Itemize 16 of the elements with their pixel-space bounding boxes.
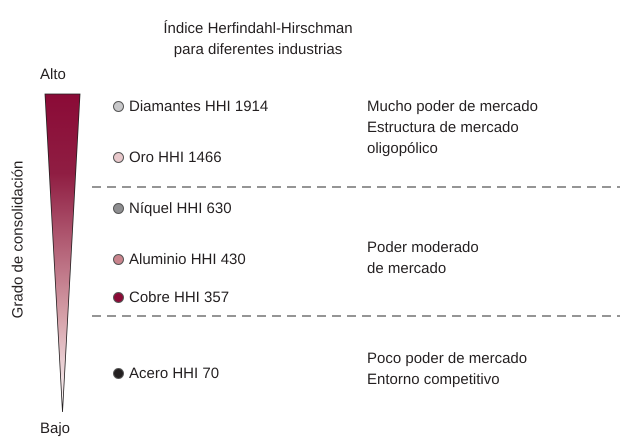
scale-label: Alto bbox=[40, 65, 66, 85]
title: Índice Herfindahl-Hirschman para diferentes industrias bbox=[162, 19, 354, 60]
industry-label: Cobre HHI 357 bbox=[129, 288, 230, 308]
gradient-wedge bbox=[44, 94, 80, 412]
industry-label: Diamantes HHI 1914 bbox=[129, 97, 268, 117]
category-label: Mucho poder de mercado bbox=[367, 97, 538, 117]
category-label: Entorno competitivo bbox=[367, 370, 500, 390]
industry-label: Aluminio HHI 430 bbox=[129, 250, 246, 270]
scale-label: Bajo bbox=[40, 419, 70, 439]
category-label: Estructura de mercado oligopólico bbox=[367, 118, 520, 159]
industry-label: Acero HHI 70 bbox=[129, 364, 220, 384]
category-label: Poder moderado de mercado bbox=[367, 238, 480, 279]
industry-label: Oro HHI 1466 bbox=[129, 148, 222, 168]
axis-label: Grado de consolidación bbox=[8, 160, 28, 320]
category-label: Poco poder de mercado bbox=[367, 349, 528, 369]
industry-label: Níquel HHI 630 bbox=[129, 199, 232, 219]
